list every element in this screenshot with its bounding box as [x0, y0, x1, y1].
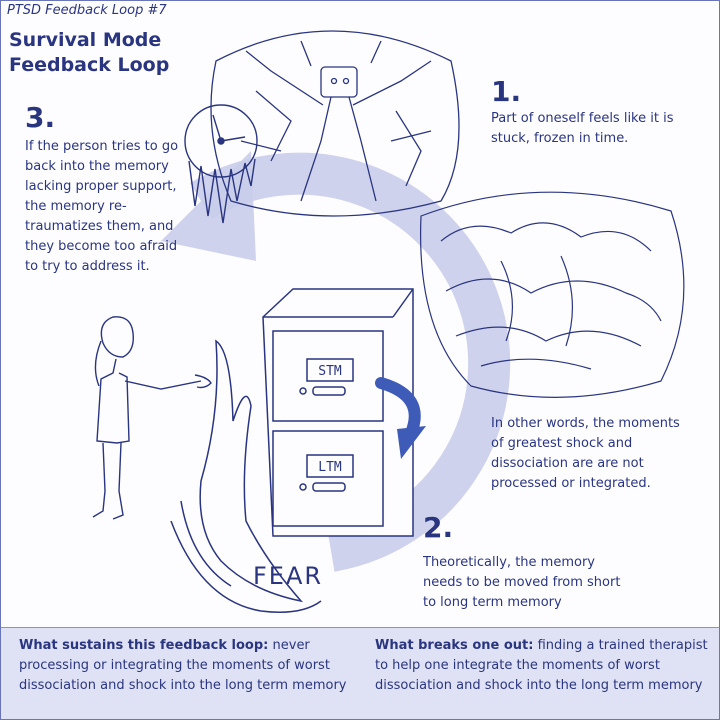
curved-arrow-icon [375, 377, 426, 459]
step-2-text: Theoretically, the memory needs to be mo… [423, 555, 621, 610]
drawer-ltm-label: LTM [318, 460, 342, 475]
step-3-text: If the person tries to go back into the … [25, 139, 179, 274]
step-3-number: 3. [25, 101, 56, 134]
filing-cabinet-icon: STM LTM [262, 288, 414, 537]
person-icon [92, 316, 212, 520]
footer-sustains-text: never processing or integrating the mome… [19, 638, 347, 693]
page-title: Survival Mode Feedback Loop [9, 29, 170, 76]
frozen-clock-icon [184, 104, 258, 224]
footer-breaks: What breaks one out: finding a trained t… [375, 636, 715, 696]
drawer-stm-label: STM [318, 364, 342, 379]
frozen-figure-icon [210, 30, 460, 217]
brain-icon [419, 191, 685, 398]
footer-panel: What sustains this feedback loop: never … [1, 627, 719, 719]
step-1-detail-text: In other words, the moments of greatest … [491, 416, 680, 491]
footer-sustains: What sustains this feedback loop: never … [19, 636, 359, 696]
footer-breaks-text: finding a trained therapist to help one … [375, 638, 708, 693]
fear-wave-icon: FEAR [170, 339, 323, 613]
step-1-text: Part of oneself feels like it is stuck, … [491, 111, 674, 146]
step-2-number: 2. [423, 511, 454, 544]
series-tag: PTSD Feedback Loop #7 [7, 3, 167, 18]
footer-breaks-heading: What breaks one out: [375, 638, 534, 653]
fear-label: FEAR [253, 562, 323, 590]
footer-sustains-heading: What sustains this feedback loop: [19, 638, 269, 653]
step-1-number: 1. [491, 75, 522, 108]
